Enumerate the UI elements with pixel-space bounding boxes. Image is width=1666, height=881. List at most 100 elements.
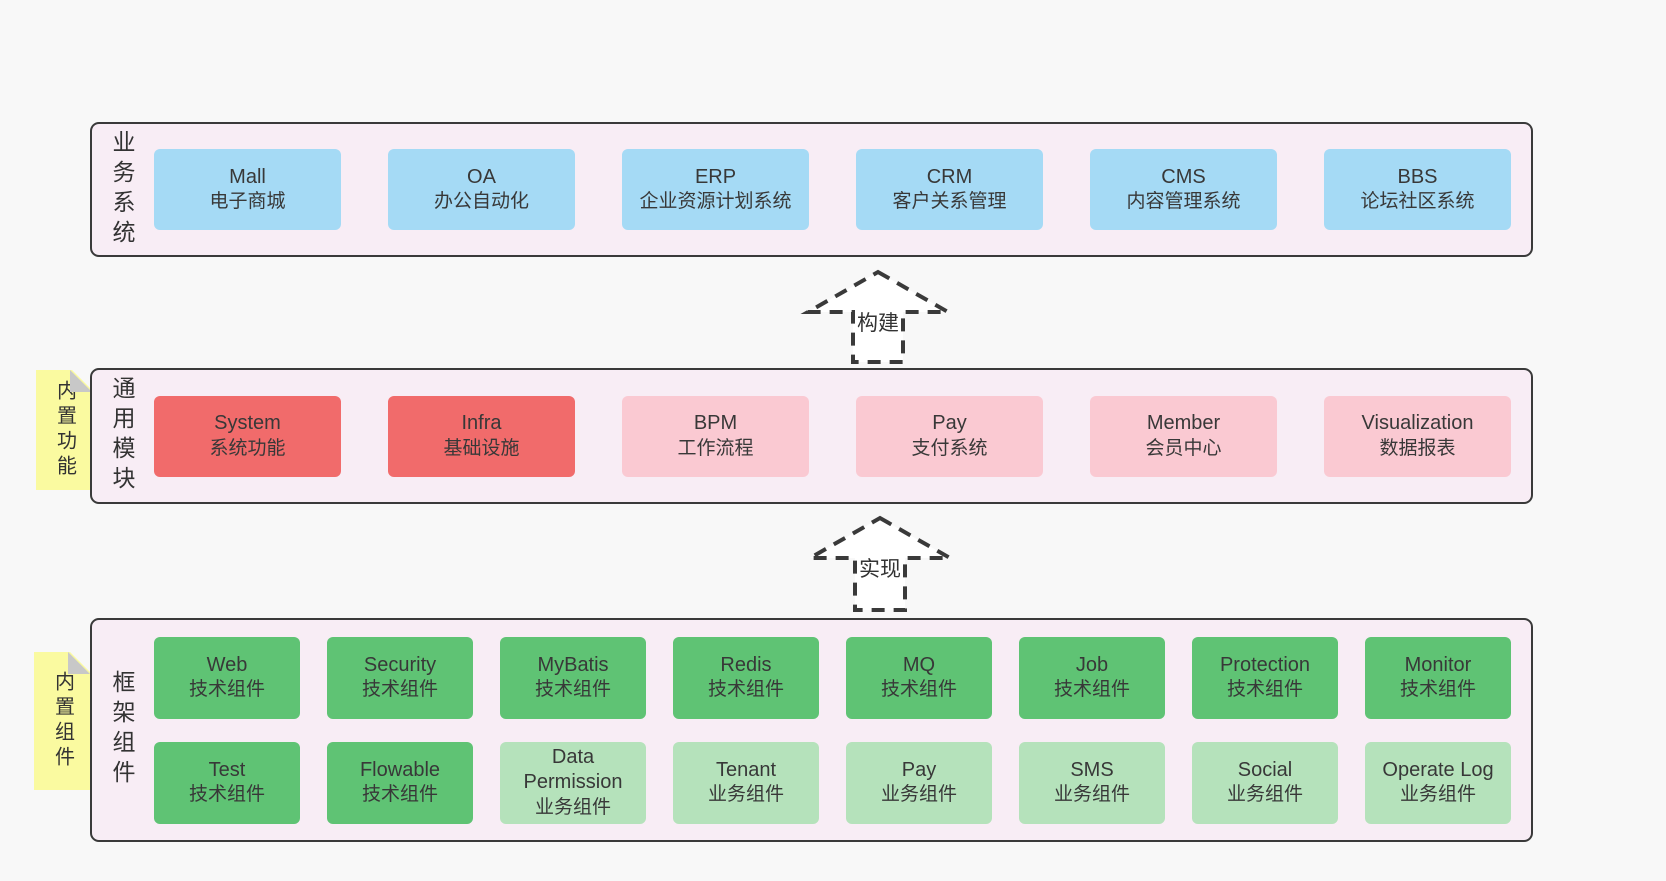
box-title: CRM <box>926 165 973 188</box>
box-subtitle: 技术组件 <box>707 679 784 701</box>
box-subtitle: 业务组件 <box>1053 784 1130 806</box>
box-title: Security <box>363 653 437 676</box>
box-subtitle: 技术组件 <box>188 784 265 806</box>
box-subtitle: 工作流程 <box>677 437 754 459</box>
layer-business-systems: 业务系统 Mall 电子商城 OA 办公自动化 ERP 企业资源计划系统 CRM 客户关系管理… <box>90 122 1533 257</box>
sticky-note-label: 内置组件 <box>51 671 74 771</box>
box-subtitle: 数据报表 <box>1379 437 1456 459</box>
box-crm: CRM 客户关系管理 <box>856 149 1043 230</box>
box-flowable: Flowable 技术组件 <box>327 741 473 824</box>
layer-label-modules: 通用模块 <box>109 376 135 496</box>
box-title: Protection <box>1219 653 1311 676</box>
box-subtitle: 技术组件 <box>361 679 438 701</box>
box-subtitle: 业务组件 <box>1399 784 1476 806</box>
box-title: Infra <box>461 412 502 435</box>
box-subtitle: 技术组件 <box>880 679 957 701</box>
box-subtitle: 技术组件 <box>1226 679 1303 701</box>
box-erp: ERP 企业资源计划系统 <box>622 149 809 230</box>
box-pay: Pay 业务组件 <box>846 741 992 824</box>
box-subtitle: 技术组件 <box>361 784 438 806</box>
box-title: Tenant <box>715 758 777 781</box>
box-oa: OA 办公自动化 <box>388 149 575 230</box>
box-test: Test 技术组件 <box>154 741 300 824</box>
box-subtitle: 业务组件 <box>1226 784 1303 806</box>
box-mq: MQ 技术组件 <box>846 636 992 719</box>
box-title: BPM <box>693 412 738 435</box>
layer-label-business: 业务系统 <box>109 129 135 250</box>
box-security: Security 技术组件 <box>327 636 473 719</box>
sticky-note-built-in-components: 内置组件 <box>34 652 92 790</box>
dashed-up-arrow-implement: 实现 <box>802 515 958 612</box>
box-sms: SMS 业务组件 <box>1019 741 1165 824</box>
box-subtitle: 论坛社区系统 <box>1360 191 1475 213</box>
box-monitor: Monitor 技术组件 <box>1365 636 1511 719</box>
arrow-label-implement: 实现 <box>859 558 901 581</box>
box-title: OA <box>467 165 496 188</box>
box-subtitle: 内容管理系统 <box>1126 191 1241 213</box>
box-redis: Redis 技术组件 <box>673 636 819 719</box>
box-subtitle: 技术组件 <box>534 679 611 701</box>
box-title: MQ <box>902 653 936 676</box>
box-title: Redis <box>720 653 772 676</box>
box-title: SMS <box>1070 758 1114 781</box>
box-bbs: BBS 论坛社区系统 <box>1324 149 1511 230</box>
box-title: Web <box>206 653 248 676</box>
box-title: Visualization <box>1361 412 1474 435</box>
box-title: BBS <box>1397 165 1438 188</box>
box-title: System <box>214 412 281 435</box>
box-subtitle: 业务组件 <box>880 784 957 806</box>
box-title: Member <box>1146 412 1221 435</box>
box-title: Data Permission <box>523 745 623 794</box>
box-operate-log: Operate Log 业务组件 <box>1365 741 1511 824</box>
box-web: Web 技术组件 <box>154 636 300 719</box>
box-mybatis: MyBatis 技术组件 <box>500 636 646 719</box>
box-subtitle: 会员中心 <box>1145 437 1222 459</box>
box-title: Social <box>1237 758 1293 781</box>
box-title: Pay <box>932 412 967 435</box>
box-mall: Mall 电子商城 <box>154 149 341 230</box>
box-cms: CMS 内容管理系统 <box>1090 149 1277 230</box>
business-box-row: Mall 电子商城 OA 办公自动化 ERP 企业资源计划系统 CRM 客户关系管理 CMS 内容… <box>154 149 1511 230</box>
box-social: Social 业务组件 <box>1192 741 1338 824</box>
box-subtitle: 技术组件 <box>188 679 265 701</box>
box-protection: Protection 技术组件 <box>1192 636 1338 719</box>
sticky-note-label: 内置功能 <box>53 380 76 480</box>
layer-label-components: 框架组件 <box>109 670 135 790</box>
box-subtitle: 电子商城 <box>209 191 286 213</box>
box-title: Pay <box>901 758 937 781</box>
box-subtitle: 业务组件 <box>534 796 611 818</box>
box-title: Mall <box>229 165 266 188</box>
box-subtitle: 支付系统 <box>911 437 988 459</box>
box-tenant: Tenant 业务组件 <box>673 741 819 824</box>
box-subtitle: 技术组件 <box>1053 679 1130 701</box>
box-subtitle: 系统功能 <box>209 437 286 459</box>
box-subtitle: 企业资源计划系统 <box>639 191 792 213</box>
box-title: Flowable <box>359 758 441 781</box>
box-title: CMS <box>1161 165 1206 188</box>
box-title: Monitor <box>1404 653 1472 676</box>
box-subtitle: 客户关系管理 <box>892 191 1007 213</box>
box-title: ERP <box>694 165 737 188</box>
box-title: Operate Log <box>1382 758 1494 781</box>
box-subtitle: 办公自动化 <box>433 191 529 213</box>
box-subtitle: 技术组件 <box>1399 679 1476 701</box>
arrow-label-build: 构建 <box>857 312 899 335</box>
dashed-up-arrow-build: 构建 <box>800 269 956 364</box>
box-title: Test <box>208 758 246 781</box>
box-title: MyBatis <box>537 653 609 676</box>
box-subtitle: 业务组件 <box>707 784 784 806</box>
